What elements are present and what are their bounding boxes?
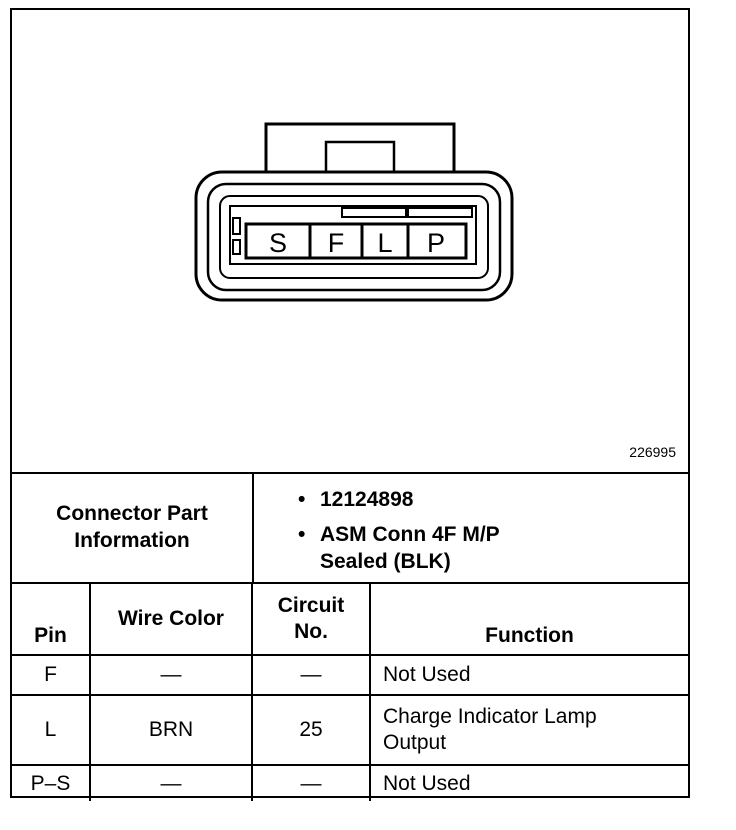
header-function: Function: [370, 584, 688, 656]
header-circuit-no: Circuit No.: [252, 584, 371, 656]
cell-function: Not Used: [370, 655, 688, 696]
header-wire-color: Wire Color: [90, 584, 253, 656]
cell-function: Charge Indicator Lamp Output: [370, 695, 688, 766]
latch-tab: [324, 140, 396, 172]
info-label-line1: Connector Part: [56, 502, 208, 525]
connector-diagram: S F L P 226995: [12, 10, 688, 474]
pin-label-s: S: [269, 228, 287, 258]
figure-number: 226995: [629, 444, 676, 460]
pin-label-l: L: [377, 228, 392, 258]
connector-chart: S F L P 226995 Connector Part Informatio…: [10, 8, 690, 801]
bullet: •: [298, 488, 306, 511]
table-header-row: Pin Wire Color Circuit No. Function: [12, 584, 688, 656]
cell-wire-color: —: [90, 655, 253, 696]
cell-function: Not Used: [383, 771, 471, 795]
bullet: •: [298, 523, 306, 546]
housing-inner-wall: [206, 182, 502, 292]
side-tab: [232, 217, 241, 235]
table-row: P–S — — Not Used: [12, 765, 688, 801]
housing-inner-lip: [219, 195, 489, 279]
connector-latch: [264, 122, 456, 172]
cell-pin: F: [12, 655, 91, 696]
info-label: Connector Part Information: [12, 472, 254, 582]
part-number: 12124898: [320, 488, 414, 511]
cell-circuit: 25: [252, 695, 371, 766]
cell-wire-color: BRN: [90, 695, 253, 766]
header-pin: Pin: [12, 584, 91, 656]
key-slot: [407, 207, 473, 218]
connector-drawing: S F L P: [194, 122, 514, 302]
table-row: L BRN 25 Charge Indicator Lamp Output: [12, 695, 688, 766]
info-label-line2: Information: [74, 529, 190, 552]
pin-cavity-frame: [229, 205, 477, 265]
pin-label-f: F: [328, 228, 345, 258]
description-line1: ASM Conn 4F M/P: [320, 523, 500, 546]
pin-label-p: P: [427, 228, 445, 258]
cell-circuit: —: [252, 765, 371, 801]
side-tab: [232, 239, 241, 255]
description-line2: Sealed (BLK): [320, 550, 451, 573]
cell-wire-color: —: [90, 765, 253, 801]
function-line2: Output: [383, 731, 447, 754]
pin-table: Pin Wire Color Circuit No. Function F — …: [12, 584, 688, 801]
header-circuit-line2: No.: [294, 620, 328, 643]
info-values: • 12124898 • ASM Conn 4F M/P Sealed (BLK…: [254, 472, 688, 582]
table-row: F — — Not Used: [12, 655, 688, 696]
header-circuit-line1: Circuit: [277, 594, 345, 617]
cell-pin: P–S: [12, 765, 91, 801]
key-slot: [341, 207, 407, 218]
cell-circuit: —: [252, 655, 371, 696]
pin-row: [244, 222, 468, 260]
function-line1: Charge Indicator Lamp: [383, 705, 597, 728]
cell-pin: L: [12, 695, 91, 766]
connector-part-information: Connector Part Information • 12124898 • …: [12, 472, 688, 584]
